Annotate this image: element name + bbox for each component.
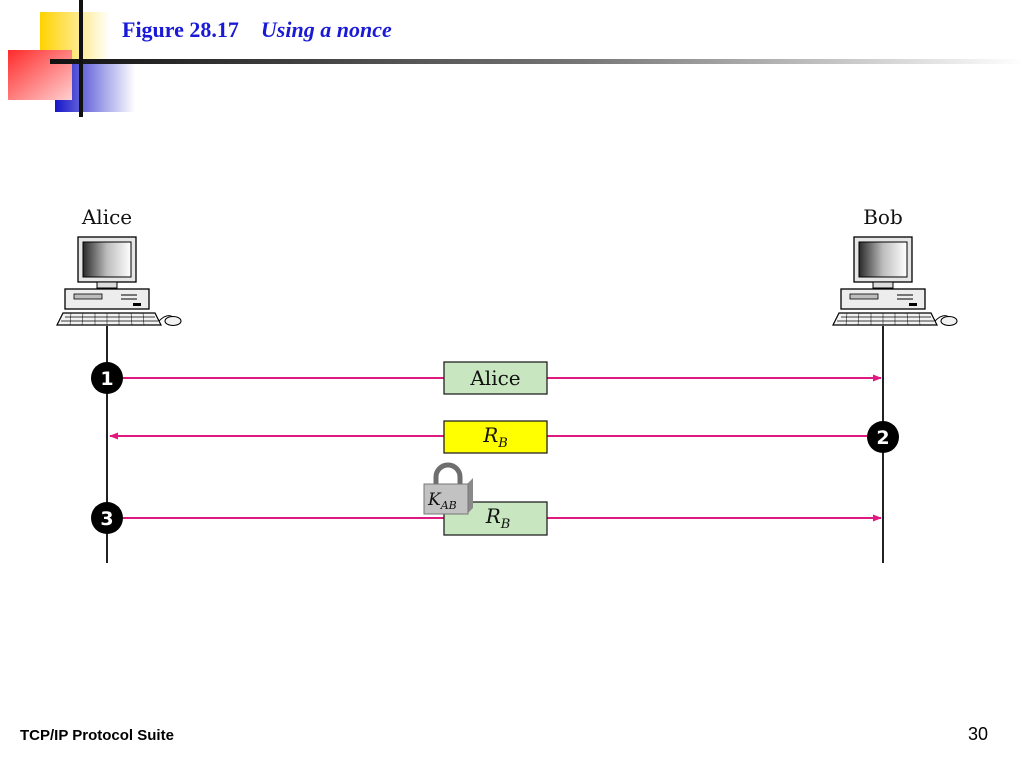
lock-key-sub: AB <box>440 499 457 512</box>
footer-book-title: TCP/IP Protocol Suite <box>20 727 174 744</box>
figure-label: Figure 28.17 <box>122 17 239 42</box>
header-decoration <box>8 0 1024 117</box>
step-2-badge <box>867 421 899 453</box>
alice-label: Alice <box>81 205 132 229</box>
step-3-number: 3 <box>100 508 113 530</box>
figure-name: Using a nonce <box>260 17 392 42</box>
step-1-message-box <box>443 361 548 395</box>
padlock-icon: KAB <box>423 462 473 515</box>
bob-computer-icon <box>832 236 958 327</box>
bob-label: Bob <box>863 205 903 229</box>
step-3-message: RB <box>485 504 511 532</box>
step-1-message: Alice <box>469 366 520 390</box>
step-3-message-main: R <box>485 504 501 528</box>
header-vertical-bar <box>79 0 83 117</box>
step-2-message-sub: B <box>497 436 508 451</box>
step-2-number: 2 <box>876 427 889 449</box>
step-3: RB 3 <box>91 501 882 536</box>
step-2-message-main: R <box>482 423 498 447</box>
step-1-number: 1 <box>100 368 113 390</box>
figure-title: Figure 28.17 Using a nonce <box>122 17 392 43</box>
step-1-badge <box>91 362 123 394</box>
step-3-badge <box>91 502 123 534</box>
step-1: Alice 1 <box>91 361 882 395</box>
header-red-block <box>8 50 72 100</box>
step-2-message-box <box>443 420 548 454</box>
step-2: RB 2 <box>109 420 899 454</box>
lock-key-main: K <box>427 490 442 510</box>
step-2-message: RB <box>482 423 508 451</box>
alice-computer-icon <box>56 236 182 327</box>
page-number: 30 <box>968 724 989 744</box>
lock-key-label: KAB <box>427 490 457 512</box>
header-rule <box>50 59 1024 64</box>
step-3-message-sub: B <box>500 517 511 532</box>
